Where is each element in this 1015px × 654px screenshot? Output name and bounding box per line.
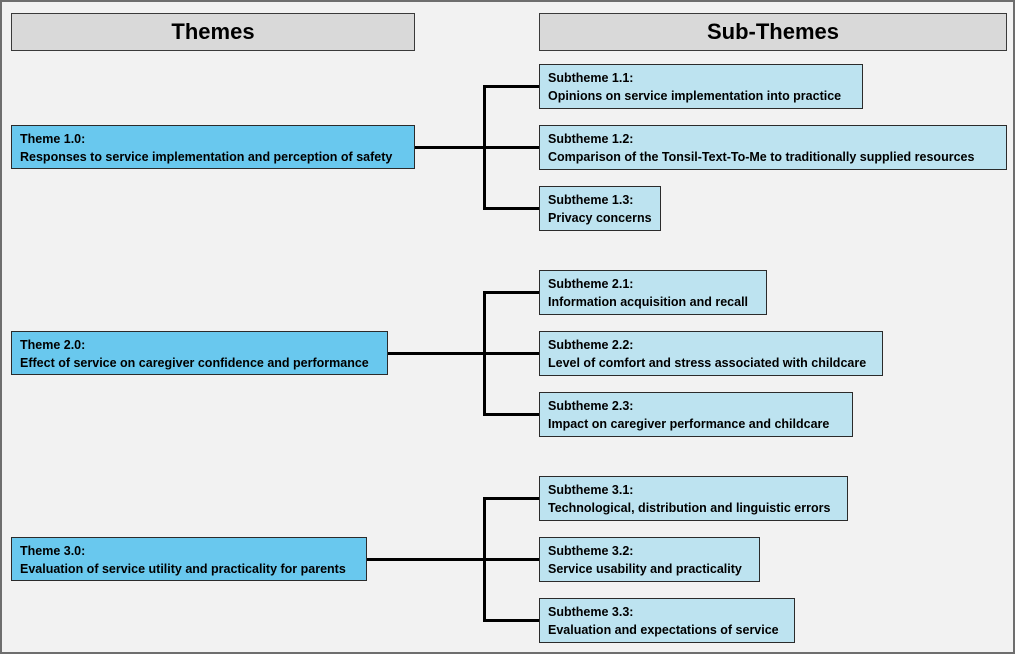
theme-id: Theme 3.0: — [20, 544, 86, 558]
theme-id: Theme 2.0: — [20, 338, 86, 352]
theme-box-1: Theme 1.0: Responses to service implemen… — [11, 125, 415, 169]
subtheme-text: Technological, distribution and linguist… — [548, 501, 831, 515]
connector-sub-3-1 — [483, 497, 540, 500]
theme-box-3: Theme 3.0: Evaluation of service utility… — [11, 537, 367, 581]
subtheme-id: Subtheme 3.3: — [548, 605, 634, 619]
connector-sub-2-1 — [483, 291, 540, 294]
subtheme-box-2-1: Subtheme 2.1: Information acquisition an… — [539, 270, 767, 315]
connector-sub-2-3 — [483, 413, 540, 416]
subtheme-box-3-1: Subtheme 3.1: Technological, distributio… — [539, 476, 848, 521]
subtheme-id: Subtheme 1.3: — [548, 193, 634, 207]
connector-sub-3-3 — [483, 619, 540, 622]
theme-text: Effect of service on caregiver confidenc… — [20, 356, 369, 370]
themes-header: Themes — [11, 13, 415, 51]
theme-text: Responses to service implementation and … — [20, 150, 393, 164]
subtheme-id: Subtheme 2.2: — [548, 338, 634, 352]
subtheme-box-1-2: Subtheme 1.2: Comparison of the Tonsil-T… — [539, 125, 1007, 170]
connector-sub-1-2 — [483, 146, 540, 149]
subtheme-box-2-3: Subtheme 2.3: Impact on caregiver perfor… — [539, 392, 853, 437]
subtheme-text: Comparison of the Tonsil-Text-To-Me to t… — [548, 150, 975, 164]
subtheme-id: Subtheme 2.3: — [548, 399, 634, 413]
subtheme-text: Privacy concerns — [548, 211, 652, 225]
subtheme-box-1-3: Subtheme 1.3: Privacy concerns — [539, 186, 661, 231]
subtheme-text: Impact on caregiver performance and chil… — [548, 417, 830, 431]
subtheme-id: Subtheme 3.1: — [548, 483, 634, 497]
connector-sub-1-3 — [483, 207, 540, 210]
subtheme-text: Service usability and practicality — [548, 562, 742, 576]
connector-theme-3 — [367, 558, 485, 561]
subtheme-id: Subtheme 1.2: — [548, 132, 634, 146]
connector-sub-3-2 — [483, 558, 540, 561]
connector-sub-1-1 — [483, 85, 540, 88]
subtheme-box-3-3: Subtheme 3.3: Evaluation and expectation… — [539, 598, 795, 643]
theme-box-2: Theme 2.0: Effect of service on caregive… — [11, 331, 388, 375]
subtheme-text: Level of comfort and stress associated w… — [548, 356, 867, 370]
subthemes-header: Sub-Themes — [539, 13, 1007, 51]
connector-theme-1 — [415, 146, 485, 149]
subtheme-id: Subtheme 3.2: — [548, 544, 634, 558]
subtheme-box-2-2: Subtheme 2.2: Level of comfort and stres… — [539, 331, 883, 376]
subtheme-text: Evaluation and expectations of service — [548, 623, 779, 637]
subtheme-box-3-2: Subtheme 3.2: Service usability and prac… — [539, 537, 760, 582]
connector-sub-2-2 — [483, 352, 540, 355]
theme-text: Evaluation of service utility and practi… — [20, 562, 346, 576]
subtheme-id: Subtheme 1.1: — [548, 71, 634, 85]
subtheme-box-1-1: Subtheme 1.1: Opinions on service implem… — [539, 64, 863, 109]
subtheme-id: Subtheme 2.1: — [548, 277, 634, 291]
subtheme-text: Opinions on service implementation into … — [548, 89, 842, 103]
theme-id: Theme 1.0: — [20, 132, 86, 146]
subtheme-text: Information acquisition and recall — [548, 295, 749, 309]
connector-theme-2 — [388, 352, 485, 355]
